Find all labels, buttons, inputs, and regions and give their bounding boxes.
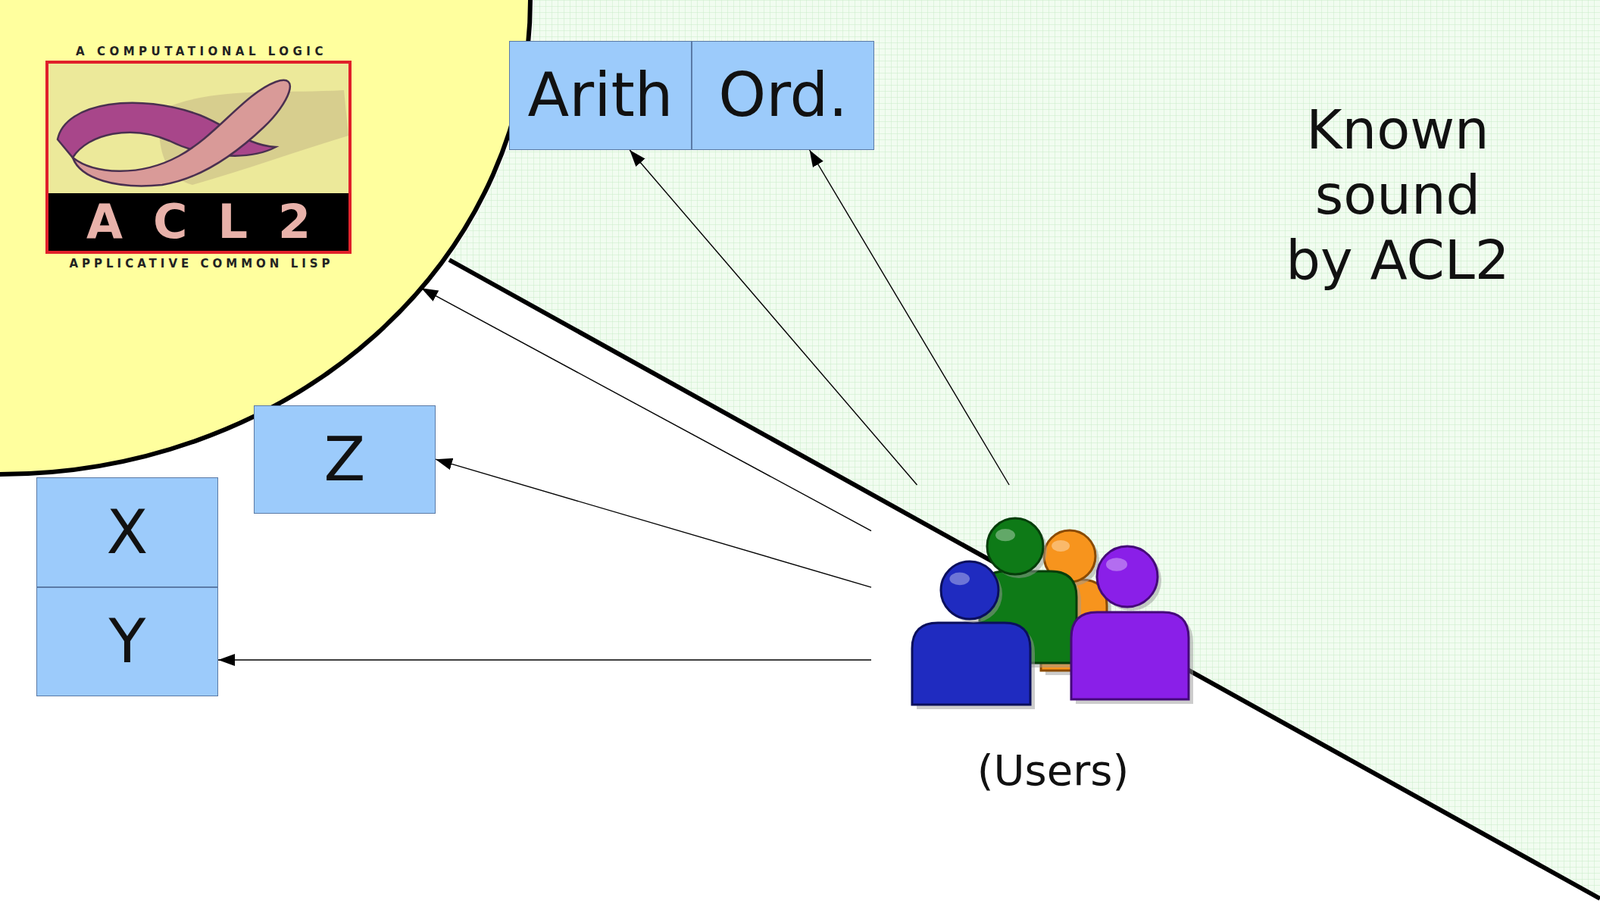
library-box: X bbox=[36, 477, 219, 588]
box-label: Ord. bbox=[718, 65, 848, 126]
box-label: Z bbox=[324, 429, 366, 491]
logo-wordmark: ACL2 bbox=[48, 193, 349, 251]
users-icon bbox=[911, 515, 1200, 716]
arrow-connector bbox=[629, 150, 917, 485]
arrow-connector bbox=[435, 459, 872, 588]
arrow-connector bbox=[809, 150, 1010, 485]
library-box: Z bbox=[253, 405, 436, 514]
box-label: X bbox=[106, 502, 149, 563]
users-group: (Users) bbox=[871, 484, 1235, 807]
library-box: Y bbox=[36, 587, 219, 697]
library-box: Arith bbox=[509, 40, 692, 150]
box-label: Arith bbox=[528, 65, 674, 126]
users-label: (Users) bbox=[871, 745, 1235, 796]
logo-subtitle: APPLICATIVE COMMON LISP bbox=[42, 256, 361, 271]
logo-tagline: A COMPUTATIONAL LOGIC bbox=[42, 42, 361, 61]
library-box: Ord. bbox=[691, 40, 875, 150]
arrow-connector bbox=[421, 287, 872, 531]
arrow-connector bbox=[218, 659, 872, 660]
region-label: Known sound by ACL2 bbox=[1276, 96, 1519, 293]
box-label: Y bbox=[109, 611, 147, 672]
logo-band: ACL2 bbox=[48, 193, 349, 251]
